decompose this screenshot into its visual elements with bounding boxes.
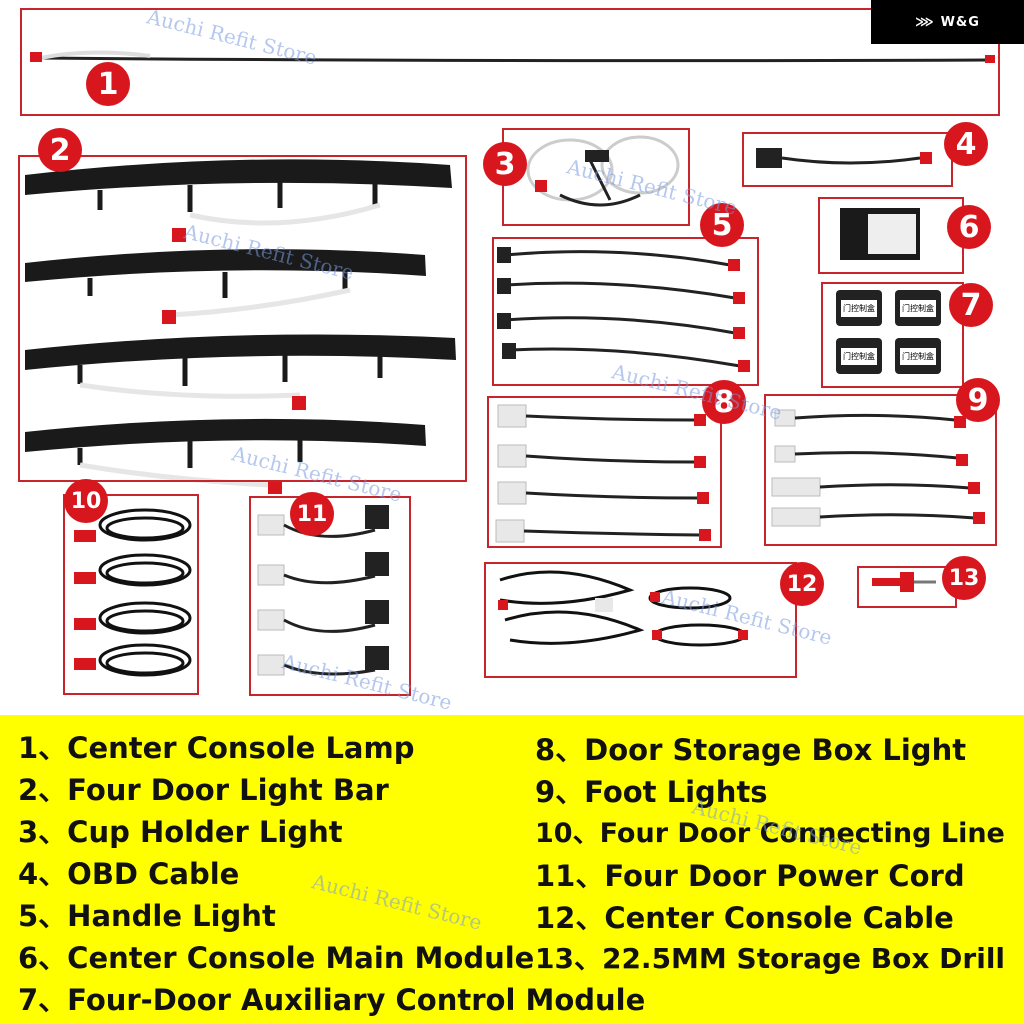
legend-item-6: 6、Center Console Main Module <box>18 941 535 975</box>
badge-5: 5 <box>700 203 744 247</box>
aux-module-2: 门控制盒 <box>895 290 941 326</box>
badge-8: 8 <box>702 380 746 424</box>
part-box-2 <box>18 155 467 482</box>
product-image-area: 门控制盒 门控制盒 门控制盒 门控制盒 1 2 3 4 5 6 7 8 9 10… <box>18 0 1024 715</box>
brand-icon: ⋙ <box>915 14 935 30</box>
badge-3: 3 <box>483 142 527 186</box>
legend-panel: 1、Center Console Lamp 2、Four Door Light … <box>0 715 1024 1024</box>
part-box-9 <box>764 394 997 546</box>
aux-module-4: 门控制盒 <box>895 338 941 374</box>
legend-item-3: 3、Cup Holder Light <box>18 815 343 849</box>
part-box-5 <box>492 237 759 386</box>
watermark: Auchi Refit Store <box>309 869 485 935</box>
part-box-4 <box>742 132 953 187</box>
part-box-12 <box>484 562 797 678</box>
part-box-11 <box>249 496 411 696</box>
legend-item-8: 8、Door Storage Box Light <box>535 733 967 767</box>
badge-7: 7 <box>949 283 993 327</box>
badge-11: 11 <box>290 492 334 536</box>
brand-label: W&G <box>940 14 980 30</box>
part-box-1 <box>20 8 1000 116</box>
badge-4: 4 <box>944 122 988 166</box>
legend-item-9: 9、Foot Lights <box>535 775 768 809</box>
legend-item-7: 7、Four-Door Auxiliary Control Module <box>18 983 646 1017</box>
legend-item-11: 11、Four Door Power Cord <box>535 859 965 893</box>
badge-10: 10 <box>64 479 108 523</box>
aux-module-3: 门控制盒 <box>836 338 882 374</box>
badge-12: 12 <box>780 562 824 606</box>
legend-item-12: 12、Center Console Cable <box>535 901 954 935</box>
brand-logo: ⋙ W&G <box>871 0 1024 44</box>
part-box-7 <box>821 282 964 388</box>
legend-item-5: 5、Handle Light <box>18 899 276 933</box>
aux-module-label: 门控制盒 <box>900 347 936 365</box>
legend-item-1: 1、Center Console Lamp <box>18 731 415 765</box>
parts-illustration <box>25 50 995 677</box>
legend-item-10: 10、Four Door Connecting Line <box>535 818 1005 849</box>
badge-1: 1 <box>86 62 130 106</box>
part-box-10 <box>63 494 199 695</box>
badge-6: 6 <box>947 205 991 249</box>
aux-module-label: 门控制盒 <box>841 299 877 317</box>
part-box-8 <box>487 396 722 548</box>
badge-2: 2 <box>38 128 82 172</box>
part-box-6 <box>818 197 964 274</box>
legend-item-4: 4、OBD Cable <box>18 857 240 891</box>
legend-item-13: 13、22.5MM Storage Box Drill <box>535 942 1006 975</box>
aux-module-label: 门控制盒 <box>841 347 877 365</box>
legend-item-2: 2、Four Door Light Bar <box>18 773 389 807</box>
badge-9: 9 <box>956 378 1000 422</box>
aux-module-label: 门控制盒 <box>900 299 936 317</box>
aux-module-1: 门控制盒 <box>836 290 882 326</box>
badge-13: 13 <box>942 556 986 600</box>
